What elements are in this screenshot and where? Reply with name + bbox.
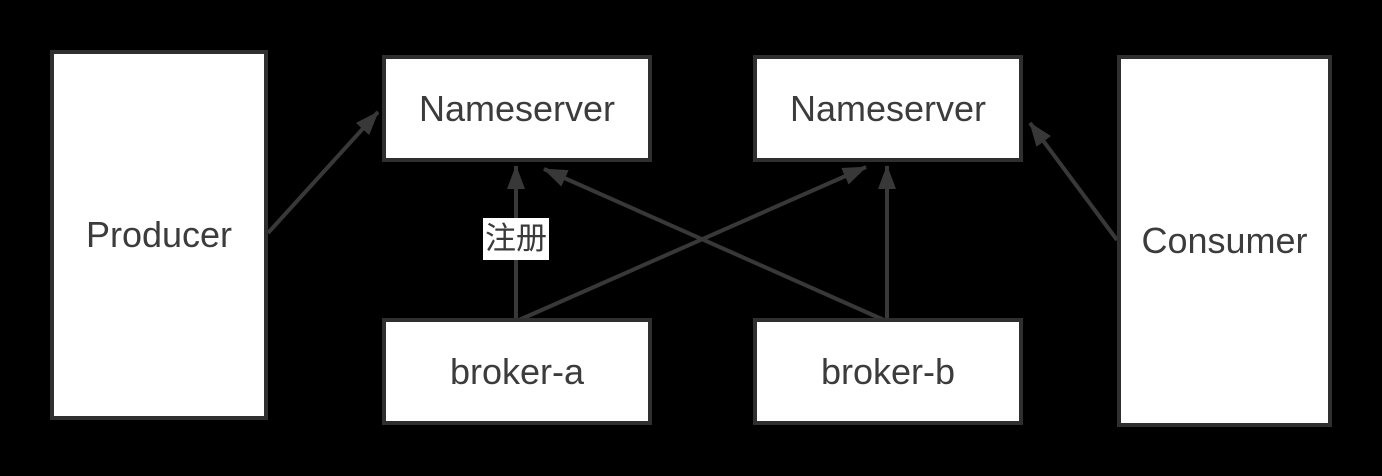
node-nameserver-right-label: Nameserver <box>789 87 987 129</box>
register-edge-label: 注册 <box>483 218 549 260</box>
node-broker-a: broker-a <box>382 318 652 425</box>
arrow-producer-to-nameserver-left <box>266 110 380 235</box>
node-nameserver-left-label: Nameserver <box>418 87 616 129</box>
arrow-broker-b-to-nameserver-left <box>543 167 885 322</box>
node-broker-a-label: broker-a <box>449 350 585 392</box>
node-nameserver-right: Nameserver <box>753 55 1023 162</box>
node-broker-b: broker-b <box>753 318 1023 425</box>
node-consumer-label: Consumer <box>1141 220 1308 261</box>
arrow-consumer-to-nameserver-right <box>1028 121 1119 242</box>
node-producer: Producer <box>50 50 268 420</box>
node-producer-label: Producer <box>85 214 233 255</box>
node-nameserver-left: Nameserver <box>382 55 652 162</box>
arrow-broker-a-to-nameserver-right <box>518 165 867 322</box>
node-consumer: Consumer <box>1117 55 1332 427</box>
node-broker-b-label: broker-b <box>820 350 956 392</box>
